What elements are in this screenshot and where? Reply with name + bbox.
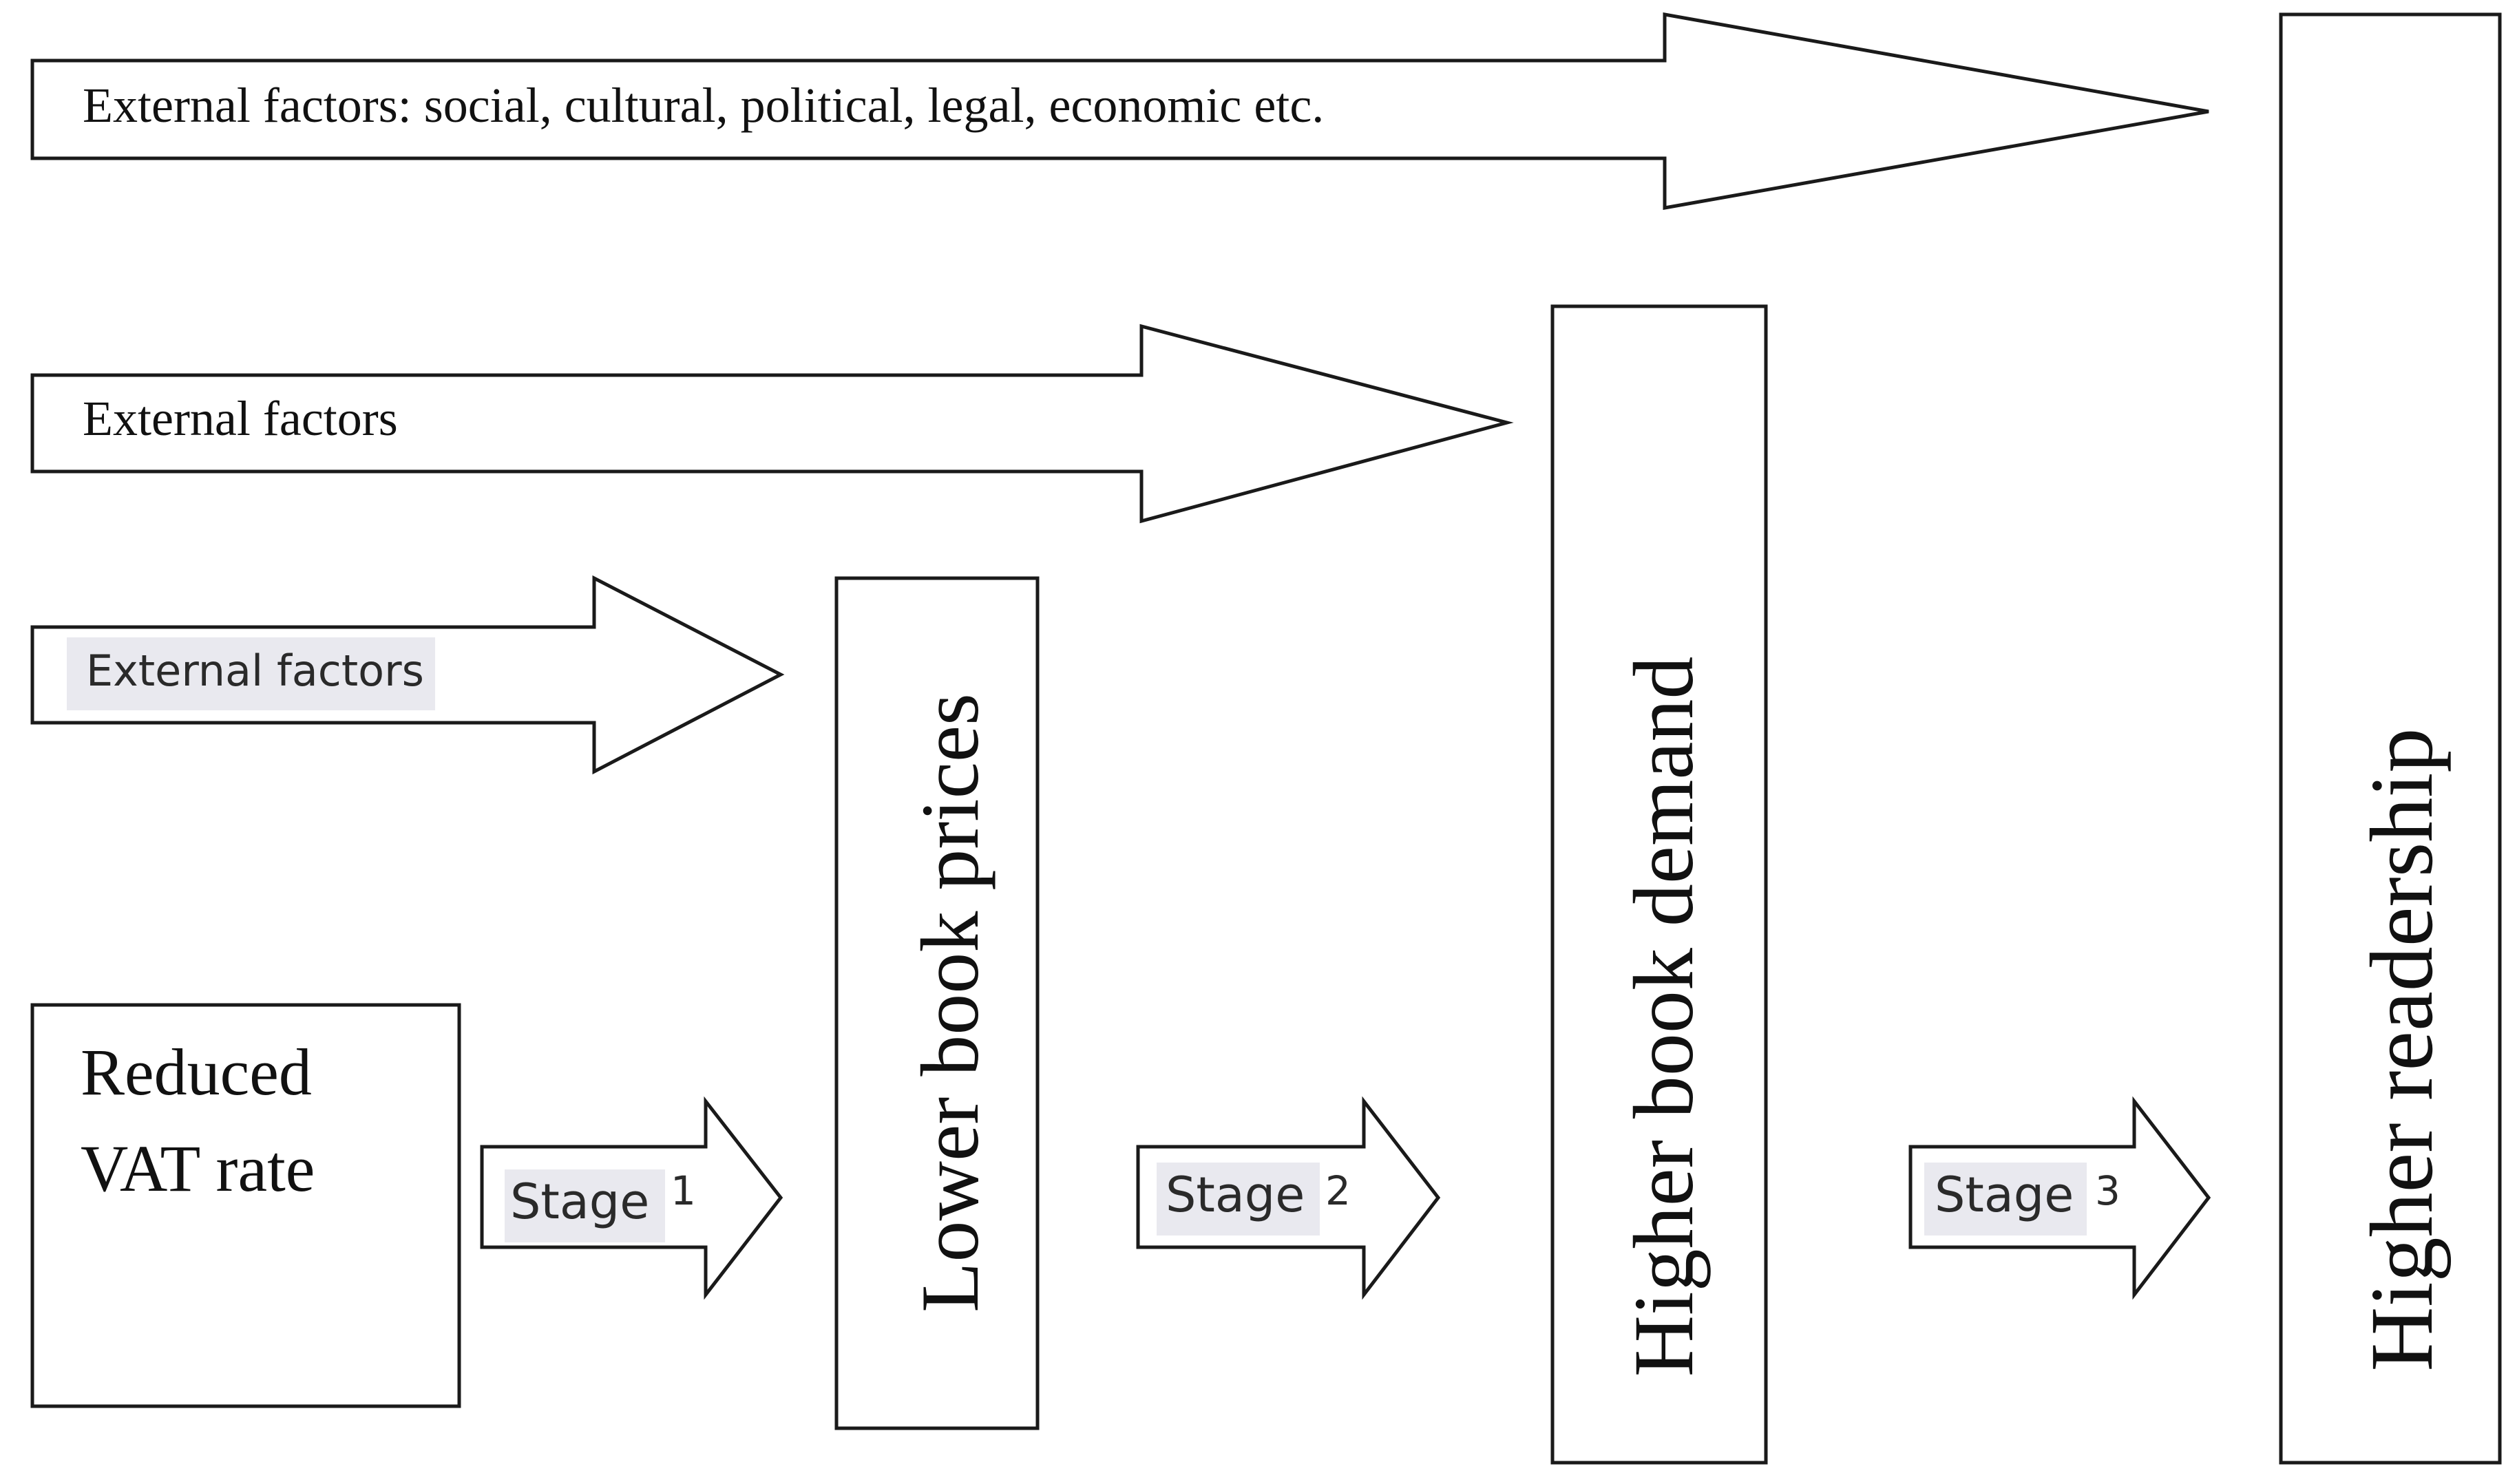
reduced-vat-rate-box: Reduced VAT rate — [30, 1003, 461, 1408]
external-factors-arrow-middle: External factors — [30, 324, 1514, 524]
stage-1-number: 1 — [671, 1167, 696, 1214]
stage-1-arrow: Stage 1 — [480, 1096, 783, 1300]
stage-1-word: Stage — [510, 1174, 649, 1230]
stage-2-arrow: Stage 2 — [1136, 1096, 1441, 1300]
lower-book-prices-box: Lower book prices — [834, 576, 1040, 1430]
box-shape — [834, 576, 1040, 1430]
stage-2-word: Stage — [1166, 1167, 1305, 1223]
stage-2-number: 2 — [1325, 1167, 1351, 1214]
reduced-vat-line1: Reduced — [81, 1035, 312, 1109]
box-shape — [1550, 304, 1768, 1465]
box-shape — [2279, 12, 2502, 1465]
arrow-shape — [30, 12, 2209, 210]
label-highlight — [505, 1169, 665, 1242]
reduced-vat-line2: VAT rate — [81, 1132, 315, 1205]
higher-book-demand-label: Higher book demand — [1617, 657, 1711, 1377]
lower-book-prices-label: Lower book prices — [904, 693, 996, 1313]
stage-3-number: 3 — [2095, 1167, 2120, 1214]
label-highlight — [1157, 1163, 1320, 1236]
external-factors-top-label: External factors: social, cultural, poli… — [83, 78, 1324, 133]
external-factors-lower-label: External factors — [86, 646, 424, 696]
external-factors-arrow-top: External factors: social, cultural, poli… — [30, 12, 2209, 210]
higher-book-demand-box: Higher book demand — [1550, 304, 1768, 1465]
external-factors-arrow-lower: External factors — [30, 575, 785, 775]
label-highlight — [1924, 1163, 2087, 1236]
arrow-shape — [30, 324, 1514, 524]
box-shape — [30, 1003, 461, 1408]
stage-3-arrow: Stage 3 — [1908, 1096, 2211, 1300]
higher-readership-label: Higher readership — [2352, 728, 2452, 1372]
label-highlight — [67, 637, 435, 710]
stage-3-word: Stage — [1935, 1167, 2074, 1223]
external-factors-middle-label: External factors — [83, 391, 398, 446]
higher-readership-box: Higher readership — [2279, 12, 2502, 1465]
